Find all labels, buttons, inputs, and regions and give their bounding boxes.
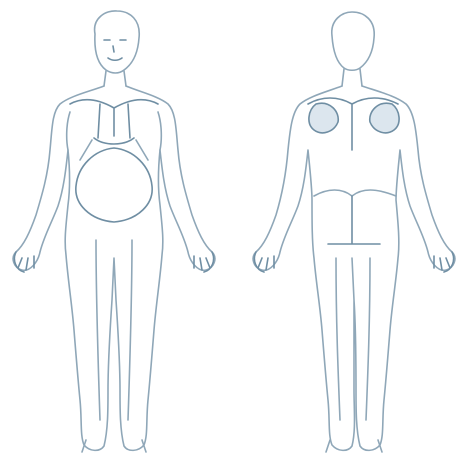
back-head xyxy=(332,12,374,70)
front-body-view xyxy=(13,11,215,452)
front-head xyxy=(95,11,140,73)
back-left-scapula xyxy=(309,103,338,133)
front-right-hand xyxy=(194,252,214,272)
front-left-hand xyxy=(14,252,34,272)
back-right-scapula xyxy=(370,103,399,133)
back-right-hand xyxy=(434,252,454,272)
front-clavicle-lines xyxy=(70,100,158,144)
front-face-features xyxy=(104,40,126,60)
back-gluteal-line xyxy=(328,196,380,244)
back-waist-line xyxy=(314,190,396,196)
front-body-contour xyxy=(13,86,215,450)
back-body-contour xyxy=(253,86,455,450)
front-abdomen-region xyxy=(76,148,152,222)
back-left-hand xyxy=(254,252,274,272)
back-neck xyxy=(342,69,362,86)
back-body-view xyxy=(253,12,455,452)
front-rib-lines xyxy=(80,140,148,160)
